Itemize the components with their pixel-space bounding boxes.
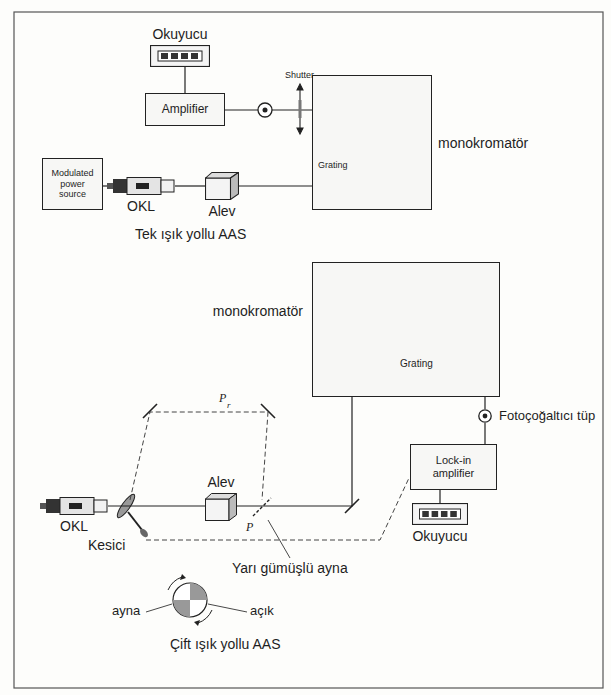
- label-holder: Amplifier: [146, 94, 224, 125]
- part-label: açık: [250, 604, 274, 619]
- connector: [439, 490, 440, 503]
- connector: [103, 185, 107, 186]
- part-label: ayna: [112, 604, 140, 619]
- process-box: Lock-in amplifier: [410, 444, 497, 490]
- leader-line: [268, 520, 290, 558]
- part-label: Tek ışık yollu AAS: [135, 226, 246, 242]
- lamp-node: OKL: [107, 177, 175, 195]
- part-label: Yarı gümüşlü ayna: [232, 560, 348, 576]
- part-label: Grating: [318, 160, 348, 170]
- cube-symbol: [205, 172, 239, 200]
- node-label: OKL: [127, 198, 155, 214]
- node-label: monokromatör: [438, 134, 528, 150]
- reference-beam: [130, 412, 409, 540]
- node-label: monokromatör: [213, 303, 303, 319]
- process-box: monokromatör: [312, 75, 432, 210]
- node-label: Fotoçoğaltıcı tüp: [499, 409, 595, 424]
- part-label: P: [246, 521, 253, 535]
- shutter: [297, 84, 303, 134]
- readout-symbol: [150, 45, 210, 67]
- node-label: Okuyucu: [152, 26, 207, 42]
- chopper: [115, 492, 150, 539]
- box-label: Modulated power source: [46, 168, 99, 199]
- mirror: [143, 404, 359, 513]
- node-label: OKL: [60, 518, 88, 534]
- label-holder: Modulated power source: [43, 159, 102, 209]
- process-box: Modulated power source: [42, 158, 103, 210]
- connector: [184, 67, 185, 93]
- connector: [484, 397, 485, 409]
- readout-node: Okuyucu: [412, 503, 468, 525]
- label-holder: Lock-in amplifier: [411, 445, 496, 489]
- cube-symbol: [205, 493, 237, 521]
- part-label: P: [219, 392, 226, 406]
- part-label: Shutter: [285, 70, 314, 80]
- node-label: Okuyucu: [412, 528, 467, 544]
- connector: [175, 185, 205, 186]
- part-label: Grating: [400, 358, 433, 370]
- node-label: Alev: [208, 203, 235, 219]
- page-frame: [14, 12, 603, 688]
- connector: [108, 505, 205, 506]
- process-box: Amplifier: [145, 93, 225, 126]
- lamp-symbol: [107, 177, 175, 195]
- circle-symbol: [478, 409, 492, 423]
- connector: [484, 423, 485, 444]
- part-label: r: [227, 400, 231, 410]
- part-label: Çift ışık yollu AAS: [170, 636, 280, 652]
- box-label: Amplifier: [162, 103, 209, 117]
- readout-node: Okuyucu: [150, 45, 210, 67]
- readout-symbol: [412, 503, 468, 525]
- chopper-disc: [146, 574, 247, 626]
- box-label: Lock-in amplifier: [414, 454, 493, 479]
- part-label: Kesici: [88, 537, 125, 553]
- process-box: monokromatör: [312, 262, 500, 397]
- half-silvered-mirror: [253, 498, 271, 516]
- flame-box: Alev: [205, 493, 237, 521]
- node-label: Alev: [207, 474, 234, 490]
- lamp-symbol: [40, 497, 108, 515]
- lamp-node: OKL: [40, 497, 108, 515]
- connector: [239, 185, 312, 186]
- connector: [237, 397, 352, 506]
- flame-box: Alev: [205, 172, 239, 200]
- detector-node: Fotoçoğaltıcı tüp: [478, 409, 492, 423]
